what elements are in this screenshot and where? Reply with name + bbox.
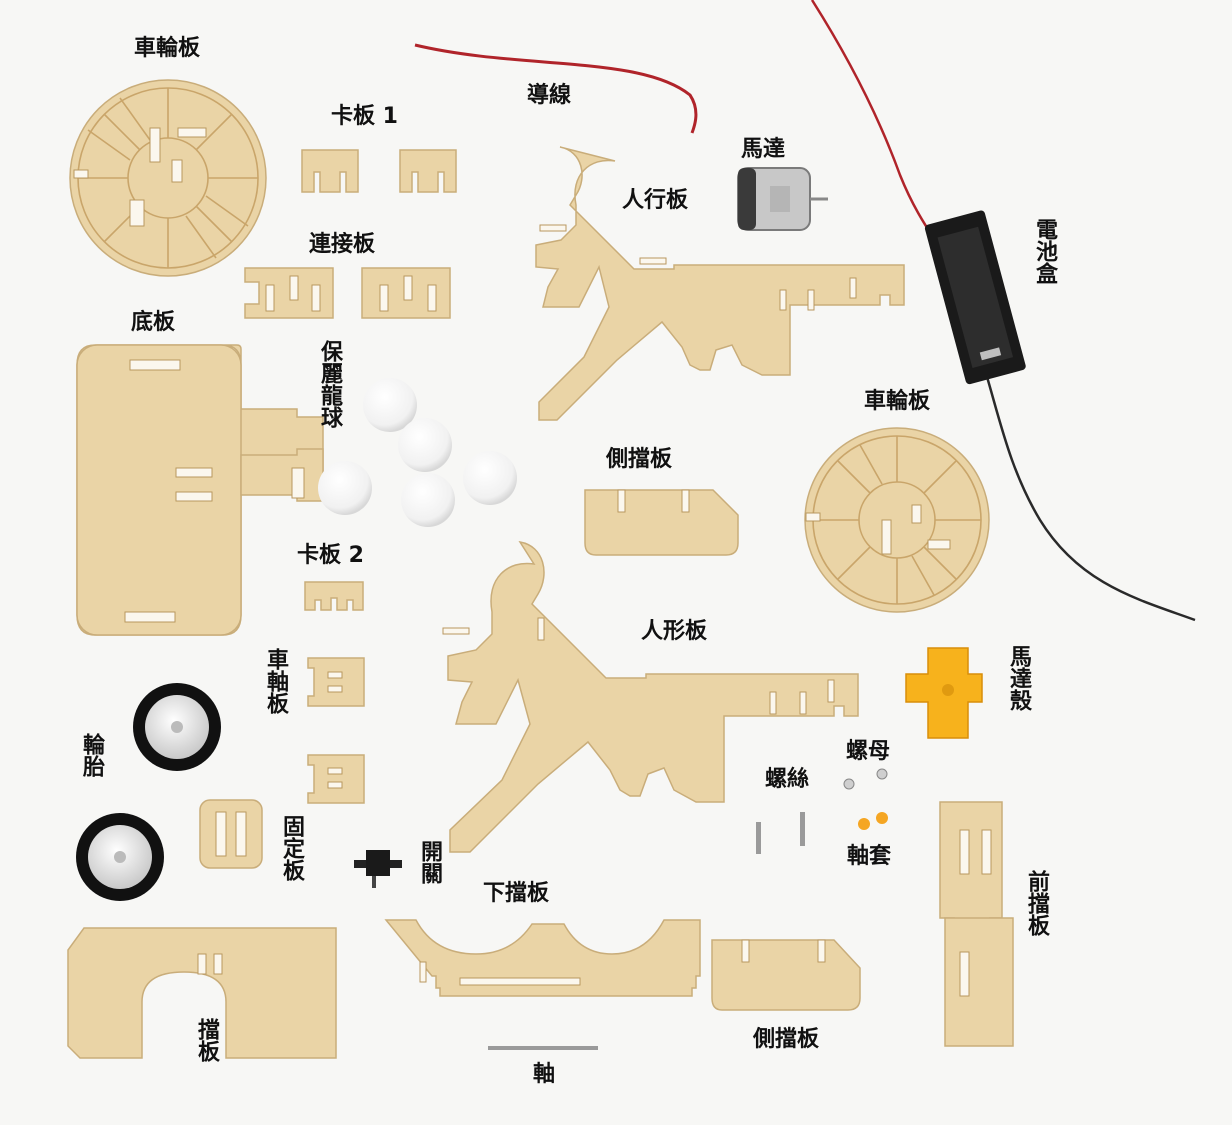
fixing-board [199, 799, 263, 869]
label-clip-board-2: 卡板 2 [297, 543, 364, 568]
axle-sleeves [858, 812, 888, 830]
label-motor-housing: 馬達殼 [1006, 645, 1031, 711]
nuts [843, 768, 888, 790]
lower-board [384, 919, 701, 997]
label-wheel-board-top: 車輪板 [134, 36, 201, 61]
base-board [76, 344, 324, 636]
front-board [939, 801, 1014, 1047]
label-motor: 馬達 [741, 137, 786, 162]
axle-board [307, 657, 365, 804]
motor-housing [905, 647, 983, 739]
clip-board-1 [301, 149, 457, 193]
switch [354, 850, 402, 888]
motor [737, 167, 828, 231]
label-battery-box: 電池盒 [1032, 218, 1057, 284]
label-side-board-top: 側擋板 [606, 447, 673, 472]
label-poly-balls: 保麗龍球 [317, 340, 342, 428]
battery-box [924, 210, 1026, 385]
label-front-board: 前擋板 [1024, 870, 1049, 936]
wheel-board-top [69, 79, 267, 277]
screws [756, 812, 805, 854]
label-figure-board: 人形板 [641, 619, 708, 644]
figure-board [442, 540, 859, 853]
label-nut: 螺母 [846, 739, 891, 764]
label-tire: 輪胎 [79, 733, 104, 777]
label-baffle: 擋板 [194, 1018, 219, 1062]
label-wheel-board-right: 車輪板 [864, 389, 931, 414]
label-walker-board: 人行板 [622, 188, 689, 213]
side-board-bottom [711, 939, 861, 1011]
styrofoam-balls [318, 378, 517, 527]
wheel-board-right [804, 427, 990, 613]
clip-board-2 [304, 581, 364, 611]
label-axle-sleeve: 軸套 [847, 844, 892, 869]
side-board-top [584, 489, 739, 556]
walker-board [535, 146, 905, 421]
label-screw: 螺絲 [765, 767, 810, 792]
wire-red [414, 43, 698, 134]
label-axle-board: 車軸板 [263, 648, 288, 714]
label-connector-board: 連接板 [309, 232, 376, 257]
label-clip-board-1: 卡板 1 [331, 104, 398, 129]
battery-wires [810, 0, 1196, 622]
label-fixing-board: 固定板 [279, 815, 304, 881]
baffle [67, 927, 337, 1059]
tires [76, 683, 221, 901]
label-wire: 導線 [527, 83, 572, 108]
label-axle: 軸 [533, 1062, 556, 1087]
label-lower-board: 下擋板 [483, 881, 550, 906]
label-base-board: 底板 [131, 310, 176, 335]
label-side-board-bottom: 側擋板 [753, 1027, 820, 1052]
label-switch: 開關 [417, 840, 442, 884]
connector-board [244, 267, 451, 319]
